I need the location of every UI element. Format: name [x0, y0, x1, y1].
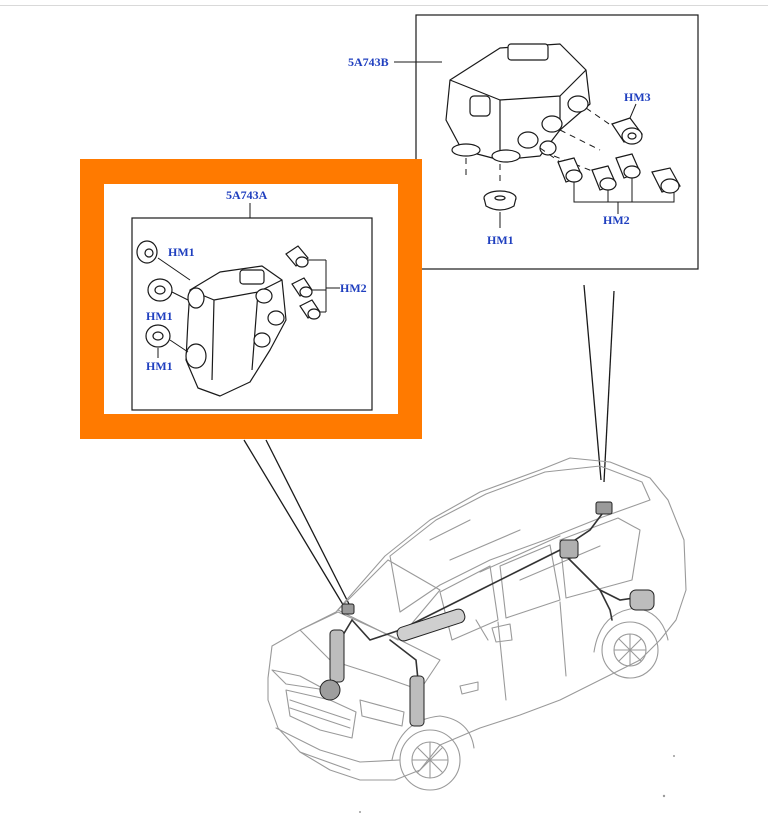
callout-a[interactable]: 5A743A HM1 HM1: [80, 159, 422, 439]
callout-b-dashes: [465, 107, 613, 186]
leader-a-1: [243, 439, 346, 609]
vehicle-roof: [389, 465, 651, 613]
compressor: [559, 539, 579, 559]
callout-b-label-hm2: HM2: [603, 213, 630, 227]
hm1-leaders-a: [157, 257, 191, 358]
callout-a-part-number: 5A743A: [226, 188, 268, 202]
vehicle-components: [319, 501, 655, 727]
callout-b-label-hm3: HM3: [624, 90, 651, 104]
roof-panel-lines: [429, 519, 601, 581]
callout-a-label-hm1-middle: HM1: [146, 309, 173, 323]
vehicle-bumper: [275, 727, 401, 771]
vehicle-grille-bars: [289, 699, 351, 729]
vehicle-body-outline: [267, 457, 687, 781]
valve-block-a: [185, 265, 287, 397]
rear-air-spring: [629, 589, 655, 611]
front-air-strut-right: [409, 675, 425, 727]
valve-block-front-on-vehicle: [341, 603, 355, 615]
stray-marks: [359, 755, 675, 813]
vehicle-air-lines: [335, 509, 649, 681]
vehicle-drawing: [267, 457, 687, 791]
vehicle-mirror: [491, 623, 513, 643]
vehicle-rear-arch: [593, 607, 669, 653]
vehicle-door-lines: [475, 601, 567, 701]
vehicle-rear-wheel: [601, 621, 659, 679]
vehicle-front-wheel-spokes: [411, 741, 449, 779]
callout-b-label-hm1: HM1: [487, 233, 514, 247]
callout-b: 5A743B HM3: [348, 14, 699, 270]
air-line-rear: [559, 549, 613, 621]
valve-block-b: [445, 43, 591, 163]
vehicle-grille: [285, 689, 357, 739]
front-air-strut-left: [329, 629, 345, 683]
hm2-leaders-b: [573, 178, 675, 214]
hm3-leader: [629, 103, 637, 119]
callout-a-label-hm1-bottom: HM1: [146, 359, 173, 373]
leader-a-2: [265, 439, 351, 607]
vehicle-front-arch: [391, 715, 475, 761]
air-line-branch-b: [389, 639, 419, 681]
vehicle-rear-wheel-spokes: [613, 633, 647, 667]
leader-b-2: [603, 290, 615, 483]
callout-a-label-hm2: HM2: [340, 281, 367, 295]
hm2-leaders-a: [308, 259, 340, 313]
front-strut-spring: [319, 679, 341, 701]
hm1-mounts-a: [136, 240, 173, 348]
leader-b-1: [583, 284, 602, 481]
hm1-mount-b: [483, 190, 517, 211]
valve-block-on-vehicle: [595, 501, 613, 515]
vehicle-rear-window: [499, 544, 561, 619]
hm3-fitting: [611, 117, 643, 145]
vehicle-front-wheel: [399, 729, 461, 791]
vehicle-headlight-right: [359, 699, 405, 727]
vehicle-front-window: [439, 565, 499, 641]
vehicle-headlight: [271, 669, 327, 691]
callout-a-label-hm1-top: HM1: [168, 245, 195, 259]
leader-lines: [243, 284, 615, 609]
air-reservoir: [396, 608, 466, 642]
vehicle-badge: [459, 681, 479, 695]
top-divider: [0, 5, 768, 6]
callout-b-part-number: 5A743B: [348, 55, 389, 69]
air-line-main: [351, 509, 606, 641]
vehicle-rear-quarter-window: [559, 517, 641, 599]
